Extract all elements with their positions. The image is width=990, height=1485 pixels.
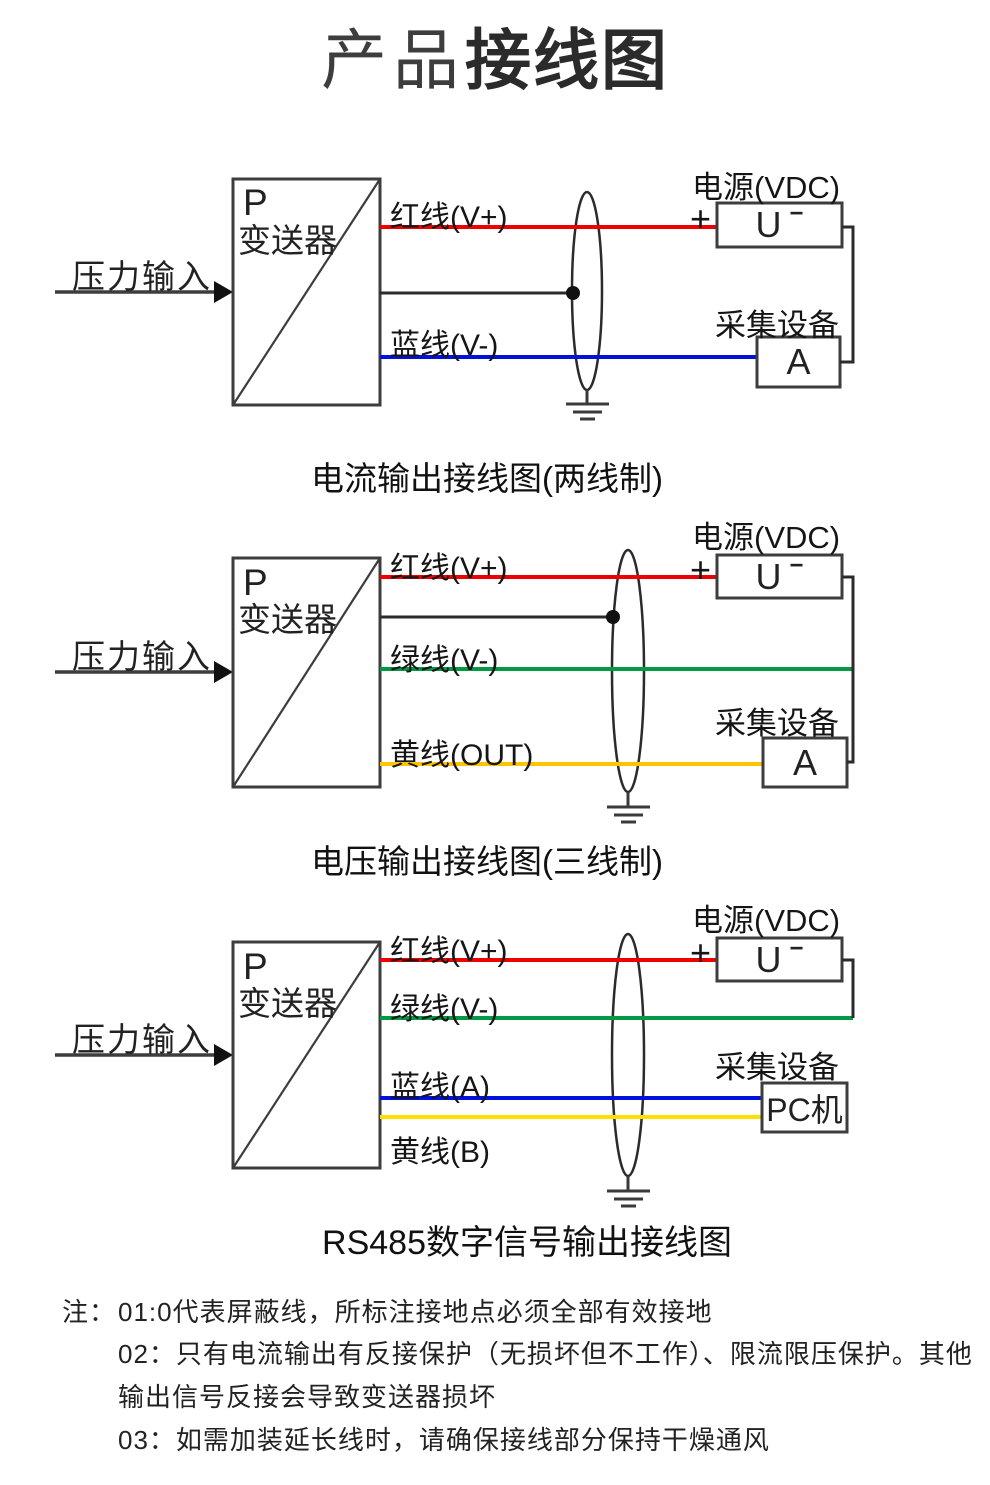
d1-power-title: 电源(VDC) (692, 170, 841, 205)
d2-pressure-input-label: 压力输入 (72, 638, 212, 675)
junction-dot (606, 610, 620, 624)
d2-transmitter-name-label: 变送器 (238, 601, 337, 638)
d3-collector-box-label: PC机 (766, 1091, 843, 1128)
diagram2-voltage-output (55, 548, 855, 824)
d3-yellow-wire-label: 黄线(B) (390, 1136, 490, 1169)
collector-box (761, 736, 849, 789)
return-connector (840, 225, 855, 364)
d1-transmitter-p-label: P (243, 182, 268, 223)
transmitter-diagonal (232, 557, 381, 788)
d1-collector-title: 采集设备 (715, 308, 839, 343)
transmitter-diagonal (232, 178, 381, 406)
d2-transmitter-p-label: P (243, 562, 268, 603)
diagram1-current-output (55, 177, 855, 421)
ground-icon (566, 390, 609, 421)
d1-pressure-input-label: 压力输入 (72, 258, 212, 295)
d1-power-box-label: U− (755, 200, 804, 245)
diagram3-rs485-output (55, 932, 855, 1208)
d2-power-title: 电源(VDC) (692, 520, 841, 555)
note-line-4: 03：如需加装延长线时，请确保接线部分保持干燥通风 (118, 1425, 770, 1455)
note-line-1: 01:0代表屏蔽线，所标注接地点必须全部有效接地 (118, 1297, 713, 1327)
d3-power-box-label: U− (755, 934, 804, 980)
page-title-prefix: 产品 (321, 23, 465, 97)
d2-collector-title: 采集设备 (715, 706, 839, 741)
power-supply-box (715, 936, 844, 983)
d3-green-wire-label: 绿线(V-) (390, 993, 499, 1026)
d3-red-wire-label: 红线(V+) (390, 935, 508, 968)
d1-red-wire-label: 红线(V+) (390, 201, 508, 234)
transmitter-diagonal (232, 941, 381, 1169)
arrowhead-icon (214, 661, 233, 683)
ground-icon (607, 792, 650, 824)
junction-dot (566, 286, 580, 300)
page-title: 产品接线图 (0, 14, 990, 106)
d2-green-wire-label: 绿线(V-) (390, 644, 499, 677)
d1-caption: 电流输出接线图(两线制) (311, 460, 663, 497)
note-line-3: 输出信号反接会导致变送器损坏 (118, 1382, 497, 1412)
note-line-2: 02：只有电流输出有反接保护（无损坏但不工作）、限流限压保护。其他 (118, 1339, 973, 1369)
d3-transmitter-name-label: 变送器 (238, 985, 337, 1022)
collector-box (760, 1081, 849, 1134)
notes-prefix: 注： (62, 1297, 117, 1327)
d3-caption: RS485数字信号输出接线图 (322, 1224, 732, 1262)
d2-collector-box-label: A (792, 741, 817, 783)
d2-yellow-wire-label: 黄线(OUT) (390, 739, 534, 772)
ground-icon (607, 1176, 650, 1208)
page-title-emphasis: 接线图 (465, 23, 669, 97)
shield-ellipse (610, 932, 646, 1178)
d3-collector-title: 采集设备 (715, 1050, 839, 1085)
power-supply-box (715, 201, 844, 249)
d3-power-title: 电源(VDC) (692, 903, 841, 938)
d1-blue-wire-label: 蓝线(V-) (390, 329, 499, 362)
d3-transmitter-p-label: P (243, 946, 268, 987)
d1-plus-sign: + (690, 198, 712, 239)
d3-plus-sign: + (690, 932, 712, 973)
d2-plus-sign: + (690, 549, 712, 590)
power-supply-box (715, 553, 844, 600)
arrowhead-icon (214, 281, 233, 303)
arrowhead-icon (214, 1044, 233, 1066)
d2-red-wire-label: 红线(V+) (390, 552, 508, 585)
d2-caption: 电压输出接线图(三线制) (311, 843, 663, 880)
return-connector (842, 575, 855, 764)
d1-collector-box-label: A (786, 341, 811, 382)
d3-pressure-input-label: 压力输入 (72, 1021, 212, 1058)
d1-transmitter-name-label: 变送器 (238, 222, 337, 259)
d3-blue-wire-label: 蓝线(A) (390, 1071, 490, 1104)
return-connector (842, 958, 855, 1018)
d2-power-box-label: U− (755, 551, 804, 597)
